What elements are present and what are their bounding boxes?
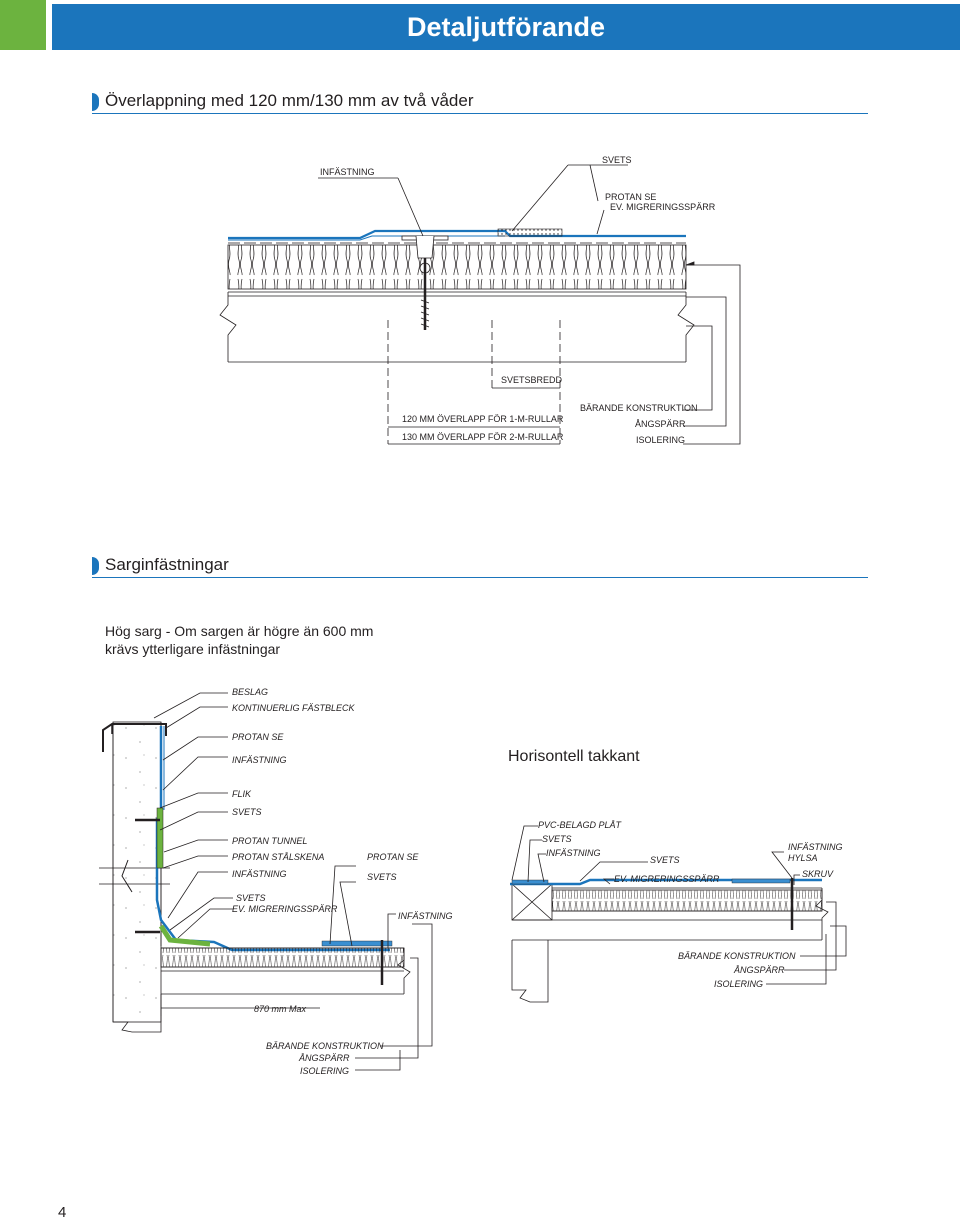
label-infastning-2: INFÄSTNING xyxy=(232,869,287,879)
label-svets: SVETS xyxy=(232,807,262,817)
label-protan-stalskena: PROTAN STÅLSKENA xyxy=(232,852,325,862)
label-barande: BÄRANDE KONSTRUKTION xyxy=(266,1041,384,1051)
section-heading-sarg: Sarginfästningar xyxy=(92,555,868,578)
label-svets: SVETS xyxy=(542,834,572,844)
label-svets-3: SVETS xyxy=(367,872,397,882)
header-accent-green xyxy=(0,0,46,50)
sarg-drawing xyxy=(99,692,433,1071)
label-svets-2: SVETS xyxy=(650,855,680,865)
label-kontinuerlig: KONTINUERLIG FÄSTBLECK xyxy=(232,703,355,713)
label-infastning: INFÄSTNING xyxy=(320,167,375,177)
label-migrering: EV. MIGRERINGSSPÄRR xyxy=(614,874,720,884)
label-infastning: INFÄSTNING xyxy=(232,755,287,765)
label-svets-2: SVETS xyxy=(236,893,266,903)
section-marker xyxy=(92,93,99,111)
page-number: 4 xyxy=(58,1204,67,1221)
label-870-max: 870 mm Max xyxy=(254,1004,307,1014)
label-barande: BÄRANDE KONSTRUKTION xyxy=(580,403,698,413)
page-header: Detaljutförande xyxy=(0,0,960,50)
label-protan-se-2: PROTAN SE xyxy=(367,852,419,862)
label-pvc: PVC-BELAGD PLÅT xyxy=(538,820,622,830)
label-beslag: BESLAG xyxy=(232,687,269,697)
subheading-horizontal-edge: Horisontell takkant xyxy=(508,748,640,765)
label-overlapp-2: 130 MM ÖVERLAPP FÖR 2-M-RULLAR xyxy=(402,432,564,442)
label-infastning-2: INFÄSTNING xyxy=(788,842,843,852)
label-isolering: ISOLERING xyxy=(300,1066,350,1076)
label-angsparr: ÅNGSPÄRR xyxy=(734,965,785,975)
label-protan-se: PROTAN SE xyxy=(232,732,284,742)
label-infastning-3: INFÄSTNING xyxy=(398,911,453,921)
label-flik: FLIK xyxy=(232,789,252,799)
section-title: Överlappning med 120 mm/130 mm av två vå… xyxy=(105,91,474,110)
label-migrering: EV. MIGRERINGSSPÄRR xyxy=(232,904,338,914)
label-angsparr: ÅNGSPÄRR xyxy=(299,1053,350,1063)
label-isolering: ISOLERING xyxy=(714,979,764,989)
label-barande: BÄRANDE KONSTRUKTION xyxy=(678,951,796,961)
section-title: Sarginfästningar xyxy=(105,555,229,574)
label-svetsbredd: SVETSBREDD xyxy=(501,375,563,385)
label-angsparr: ÅNGSPÄRR xyxy=(635,419,686,429)
label-overlapp-1: 120 MM ÖVERLAPP FÖR 1-M-RULLAR xyxy=(402,414,564,424)
label-protan-tunnel: PROTAN TUNNEL xyxy=(232,836,308,846)
overlap-drawing xyxy=(219,164,741,445)
label-svets: SVETS xyxy=(602,155,632,165)
label-infastning: INFÄSTNING xyxy=(546,848,601,858)
intro-line-2: krävs ytterligare infästningar xyxy=(105,641,281,657)
header-bar xyxy=(52,4,960,50)
edge-drawing xyxy=(510,825,847,1003)
label-skruv: SKRUV xyxy=(802,869,834,879)
label-hylsa: HYLSA xyxy=(788,853,818,863)
label-migrering: EV. MIGRERINGSSPÄRR xyxy=(610,202,716,212)
section-heading-overlap: Överlappning med 120 mm/130 mm av två vå… xyxy=(92,91,868,114)
section-marker xyxy=(92,557,99,575)
intro-text: Hög sarg - Om sargen är högre än 600 mm … xyxy=(105,622,373,658)
page-title: Detaljutförande xyxy=(406,12,606,42)
label-isolering: ISOLERING xyxy=(636,435,686,445)
intro-line-1: Hög sarg - Om sargen är högre än 600 mm xyxy=(105,623,374,639)
label-protan-se: PROTAN SE xyxy=(605,192,657,202)
